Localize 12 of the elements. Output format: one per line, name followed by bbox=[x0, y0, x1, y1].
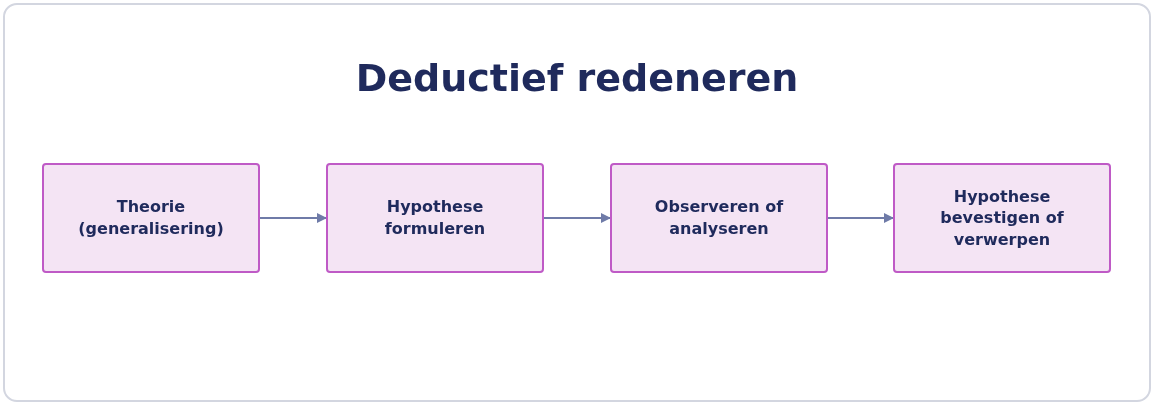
box-label: Observeren of analyseren bbox=[653, 196, 785, 240]
process-box bbox=[893, 163, 1111, 273]
arrow bbox=[827, 213, 894, 223]
arrow bbox=[259, 213, 327, 223]
title: Deductief redeneren bbox=[354, 56, 800, 100]
box-label: Hypothese formuleren bbox=[383, 196, 487, 240]
process-box bbox=[610, 163, 828, 273]
process-box bbox=[326, 163, 544, 273]
process-box bbox=[42, 163, 260, 273]
arrow bbox=[543, 213, 611, 223]
box-label: Theorie (generalisering) bbox=[77, 196, 225, 240]
box-label: Hypothese bevestigen of verwerpen bbox=[939, 185, 1065, 251]
